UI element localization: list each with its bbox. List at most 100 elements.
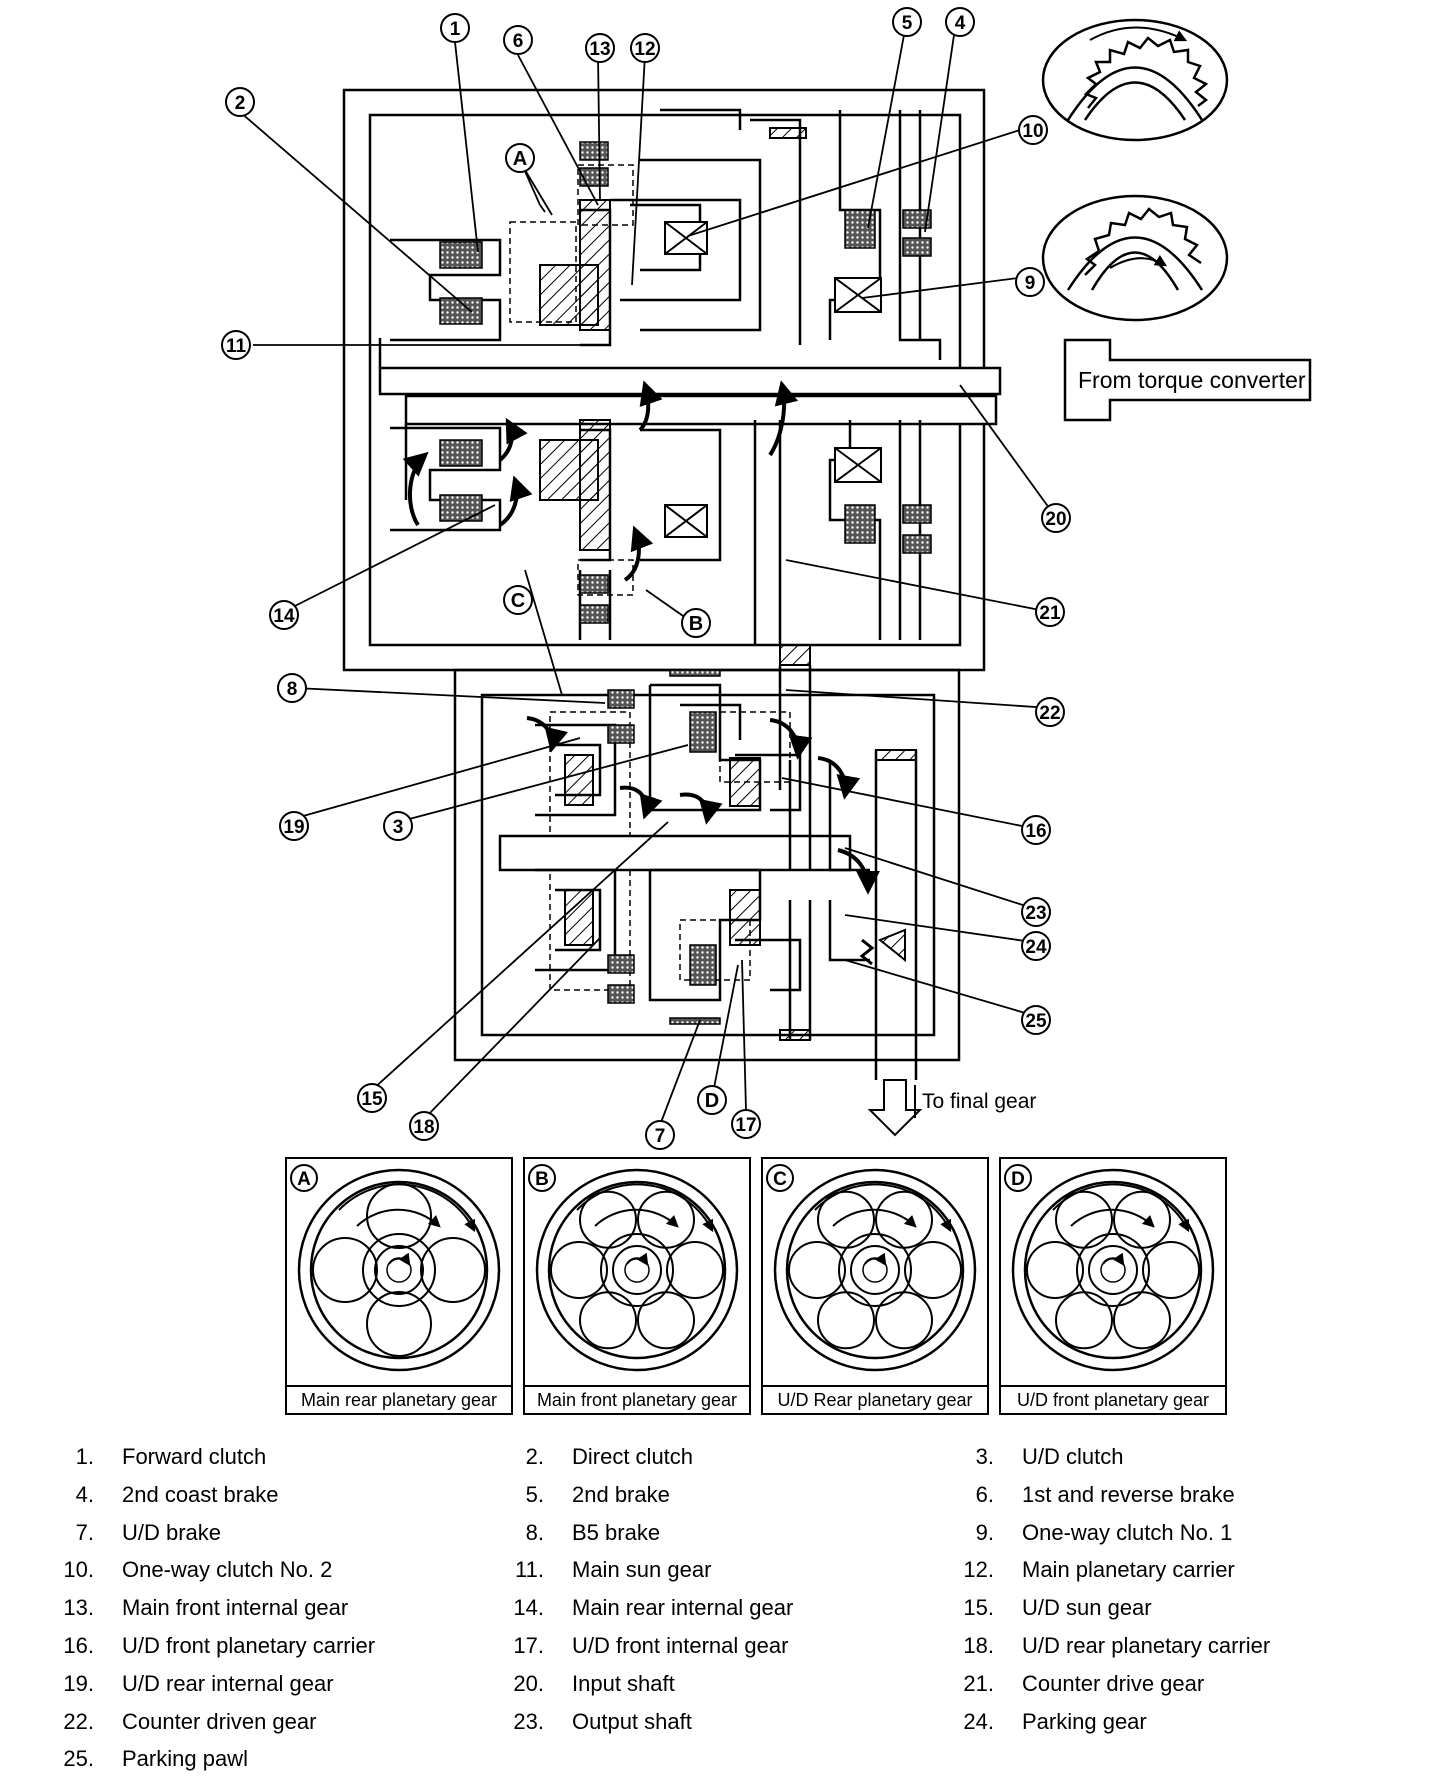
legend-label: Input shaft [572, 1670, 675, 1696]
callout-16: 16 [1021, 815, 1051, 845]
legend-number: 22. [63, 1708, 94, 1734]
legend-number: 20. [513, 1670, 544, 1696]
legend-number: 25. [63, 1746, 94, 1772]
legend-number: 24. [963, 1708, 994, 1734]
legend-number: 7. [75, 1519, 94, 1545]
legend-label: Forward clutch [122, 1444, 267, 1469]
legend-number: 11. [515, 1557, 544, 1583]
callout-21: 21 [1035, 597, 1065, 627]
legend-label: Main rear internal gear [572, 1595, 794, 1621]
svg-text:13: 13 [589, 39, 610, 60]
callout-7: 7 [645, 1120, 675, 1150]
legend-number: 3. [975, 1444, 994, 1469]
callout-A: A [505, 143, 535, 173]
panel-caption: U/D Rear planetary gear [777, 1390, 972, 1410]
callout-10: 10 [1018, 115, 1048, 145]
legend-label: Parking gear [1022, 1708, 1147, 1734]
legend-label: U/D sun gear [1022, 1595, 1152, 1621]
panel-letter: D [1011, 1169, 1025, 1190]
rotation-arrows [402, 380, 880, 895]
svg-text:17: 17 [735, 1115, 756, 1136]
svg-text:9: 9 [1025, 273, 1036, 294]
callout-3: 3 [383, 811, 413, 841]
detail-inset-10 [1041, 18, 1229, 142]
legend-label: U/D rear planetary carrier [1022, 1633, 1271, 1658]
panel-caption: Main rear planetary gear [301, 1390, 497, 1410]
panel-letter: A [297, 1169, 311, 1190]
legend-number: 15. [963, 1595, 994, 1621]
svg-text:16: 16 [1025, 821, 1046, 842]
legend-label: Output shaft [572, 1708, 692, 1734]
legend-label: One-way clutch No. 2 [122, 1557, 333, 1583]
callout-11: 11 [221, 330, 251, 360]
legend-label: Counter drive gear [1022, 1670, 1205, 1696]
legend-number: 10. [63, 1557, 94, 1583]
svg-text:11: 11 [226, 336, 247, 357]
legend-label: One-way clutch No. 1 [1022, 1519, 1233, 1545]
legend-label: Main front internal gear [122, 1595, 349, 1621]
callout-C: C [503, 585, 533, 615]
legend-label: Main sun gear [572, 1557, 712, 1583]
legend-number: 14. [513, 1595, 544, 1621]
legend-number: 16. [63, 1633, 94, 1658]
hatched-gears-upper [539, 127, 807, 551]
callout-8: 8 [277, 673, 307, 703]
callout-19: 19 [279, 811, 309, 841]
svg-text:21: 21 [1039, 603, 1061, 624]
legend-number: 6. [975, 1481, 994, 1507]
legend-number: 23. [513, 1708, 544, 1734]
legend-label: U/D rear internal gear [122, 1670, 334, 1696]
svg-text:1: 1 [450, 19, 461, 40]
callouts: 1 2 3 4 5 6 7 8 9 10 11 12 13 14 15 16 1… [221, 7, 1071, 1150]
svg-text:5: 5 [902, 13, 913, 34]
callout-6: 6 [503, 25, 533, 55]
callout-9: 9 [1015, 267, 1045, 297]
callout-15: 15 [357, 1083, 387, 1113]
callout-4: 4 [945, 7, 975, 37]
transmission-diagram: From torque converter To final gear [221, 7, 1312, 1415]
svg-text:14: 14 [273, 606, 295, 627]
callout-1: 1 [440, 13, 470, 43]
legend-number: 4. [75, 1481, 94, 1507]
legend-label: 1st and reverse brake [1022, 1481, 1235, 1507]
legend-number: 12. [963, 1557, 994, 1583]
callout-24: 24 [1021, 931, 1051, 961]
callout-13: 13 [585, 33, 615, 63]
legend-label: U/D front planetary carrier [122, 1633, 376, 1658]
svg-text:22: 22 [1039, 703, 1060, 724]
legend-number: 19. [63, 1670, 94, 1696]
panel-D: D U/D front planetary gear [999, 1157, 1227, 1415]
callout-D: D [697, 1085, 727, 1115]
legend-label: 2nd brake [572, 1481, 670, 1507]
parking-pawl-zigzag [859, 938, 875, 966]
leader-lines [239, 34, 1053, 1126]
svg-text:15: 15 [361, 1089, 383, 1110]
legend-label: Direct clutch [572, 1444, 694, 1469]
callout-5: 5 [892, 7, 922, 37]
panel-A: A Main rear planetary gear [285, 1157, 513, 1415]
legend-label: U/D front internal gear [572, 1633, 789, 1658]
detail-inset-9 [1041, 194, 1229, 322]
svg-text:3: 3 [393, 817, 404, 838]
hatched-gears-lower [564, 644, 917, 1041]
svg-text:C: C [511, 590, 525, 612]
callout-22: 22 [1035, 697, 1065, 727]
legend-number: 17. [513, 1633, 544, 1658]
output-arrow: To final gear [867, 1079, 1036, 1137]
svg-text:6: 6 [513, 31, 524, 52]
output-label: To final gear [922, 1090, 1036, 1113]
panel-caption: U/D front planetary gear [1017, 1390, 1209, 1410]
legend-label: Counter driven gear [122, 1708, 317, 1734]
legend-number: 21. [963, 1670, 994, 1696]
callout-14: 14 [269, 600, 299, 630]
legend-number: 5. [525, 1481, 544, 1507]
legend-label: Parking pawl [122, 1746, 248, 1772]
panel-letter: C [773, 1169, 787, 1190]
legend-number: 2. [525, 1444, 544, 1469]
legend-number: 1. [75, 1444, 94, 1469]
legend-label: 2nd coast brake [122, 1481, 279, 1507]
callout-12: 12 [630, 33, 660, 63]
svg-text:18: 18 [413, 1117, 434, 1138]
